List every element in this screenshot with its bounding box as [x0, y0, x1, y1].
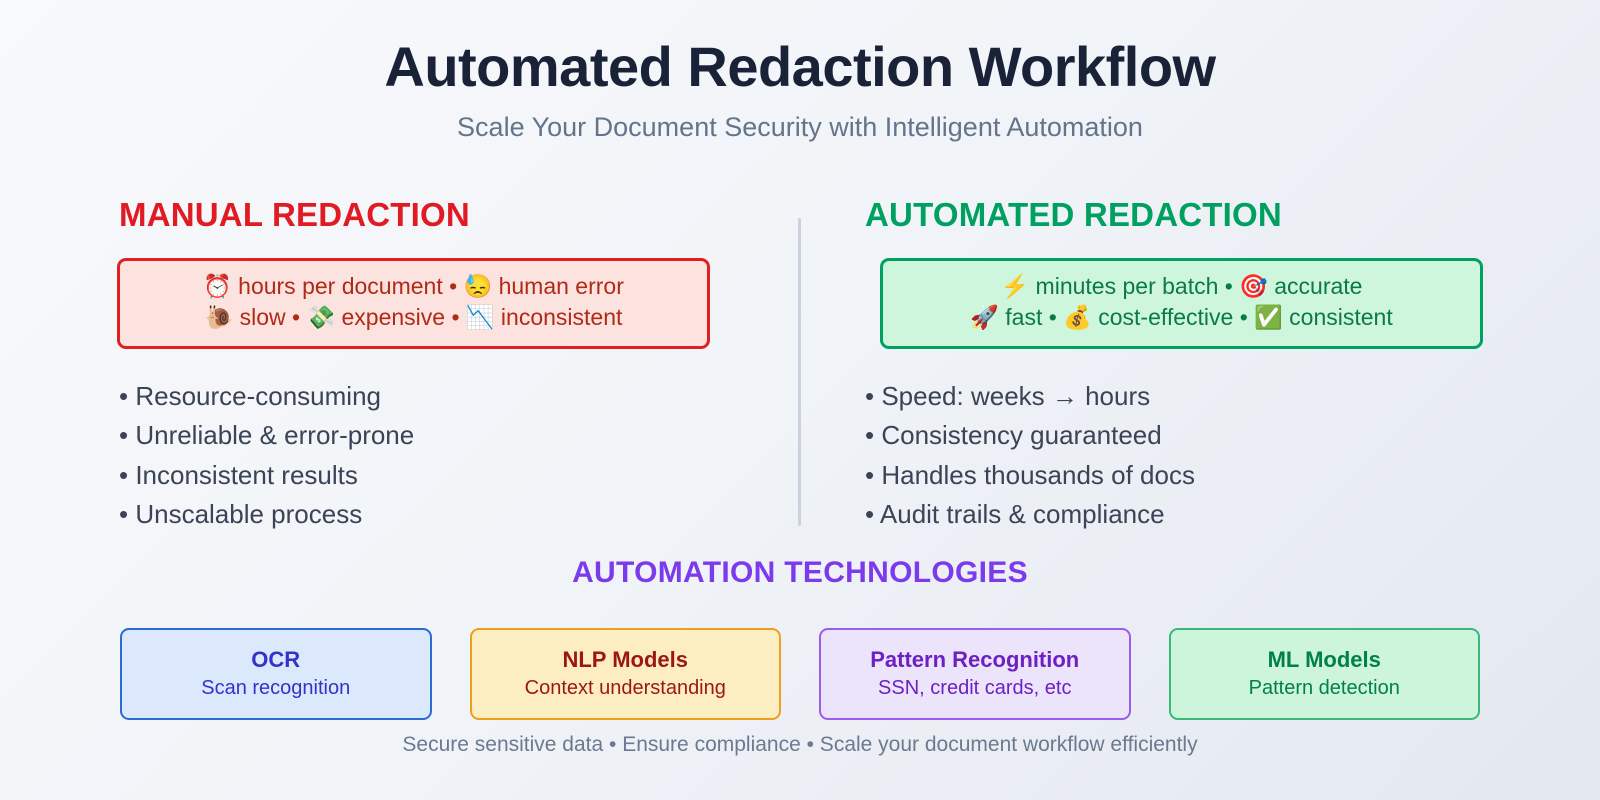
technologies-card-row: OCR Scan recognition NLP Models Context …	[120, 628, 1480, 720]
list-item: • Consistency guaranteed	[865, 420, 1162, 451]
footer-tagline: Secure sensitive data • Ensure complianc…	[402, 733, 1198, 756]
manual-summary-line-2: 🐌 slow • 💸 expensive • 📉 inconsistent	[204, 304, 623, 331]
list-item: • Inconsistent results	[119, 459, 358, 490]
technologies-heading: AUTOMATION TECHNOLOGIES	[572, 556, 1028, 589]
list-item: • Unreliable & error-prone	[119, 420, 415, 451]
comparison-columns: MANUAL REDACTION ⏰ hours per document • …	[0, 196, 1600, 536]
list-item: • Handles thousands of docs	[865, 459, 1195, 490]
column-manual-redaction: MANUAL REDACTION ⏰ hours per document • …	[117, 196, 737, 535]
list-item: • Audit trails & compliance	[865, 499, 1165, 530]
tech-card-subtitle: Scan recognition	[201, 677, 351, 700]
list-item: • Unscalable process	[119, 499, 363, 530]
tech-card-pattern-recognition: Pattern Recognition SSN, credit cards, e…	[819, 628, 1131, 720]
page-title: Automated Redaction Workflow	[384, 35, 1216, 98]
manual-bullet-list: • Resource-consuming • Unreliable & erro…	[117, 377, 737, 535]
automated-summary-line-1: ⚡ minutes per batch • 🎯 accurate	[1000, 273, 1363, 299]
manual-summary-box: ⏰ hours per document • 😓 human error 🐌 s…	[117, 258, 710, 349]
column-divider	[798, 218, 801, 526]
tech-card-subtitle: Context understanding	[524, 677, 726, 700]
tech-card-nlp-models: NLP Models Context understanding	[469, 628, 781, 720]
column-automated-redaction: AUTOMATED REDACTION ⚡ minutes per batch …	[863, 196, 1483, 535]
tech-card-title: OCR	[251, 646, 301, 672]
automated-summary-box: ⚡ minutes per batch • 🎯 accurate 🚀 fast …	[880, 258, 1483, 349]
list-item: • Speed: weeks → hours	[865, 380, 1151, 411]
tech-card-ml-models: ML Models Pattern detection	[1168, 628, 1480, 720]
automated-bullet-list: • Speed: weeks → hours • Consistency gua…	[863, 377, 1483, 535]
page-subtitle: Scale Your Document Security with Intell…	[457, 111, 1143, 142]
tech-card-subtitle: Pattern detection	[1248, 677, 1400, 700]
tech-card-ocr: OCR Scan recognition	[120, 628, 432, 720]
manual-summary-line-1: ⏰ hours per document • 😓 human error	[203, 273, 624, 299]
tech-card-title: ML Models	[1267, 646, 1381, 672]
tech-card-title: NLP Models	[562, 646, 688, 672]
poster-header: Automated Redaction Workflow Scale Your …	[0, 35, 1600, 142]
manual-heading: MANUAL REDACTION	[119, 196, 470, 233]
list-item: • Resource-consuming	[119, 380, 381, 411]
automated-heading: AUTOMATED REDACTION	[865, 196, 1282, 233]
automated-summary-line-2: 🚀 fast • 💰 cost-effective • ✅ consistent	[970, 304, 1393, 331]
tech-card-title: Pattern Recognition	[870, 646, 1080, 672]
tech-card-subtitle: SSN, credit cards, etc	[878, 677, 1072, 700]
